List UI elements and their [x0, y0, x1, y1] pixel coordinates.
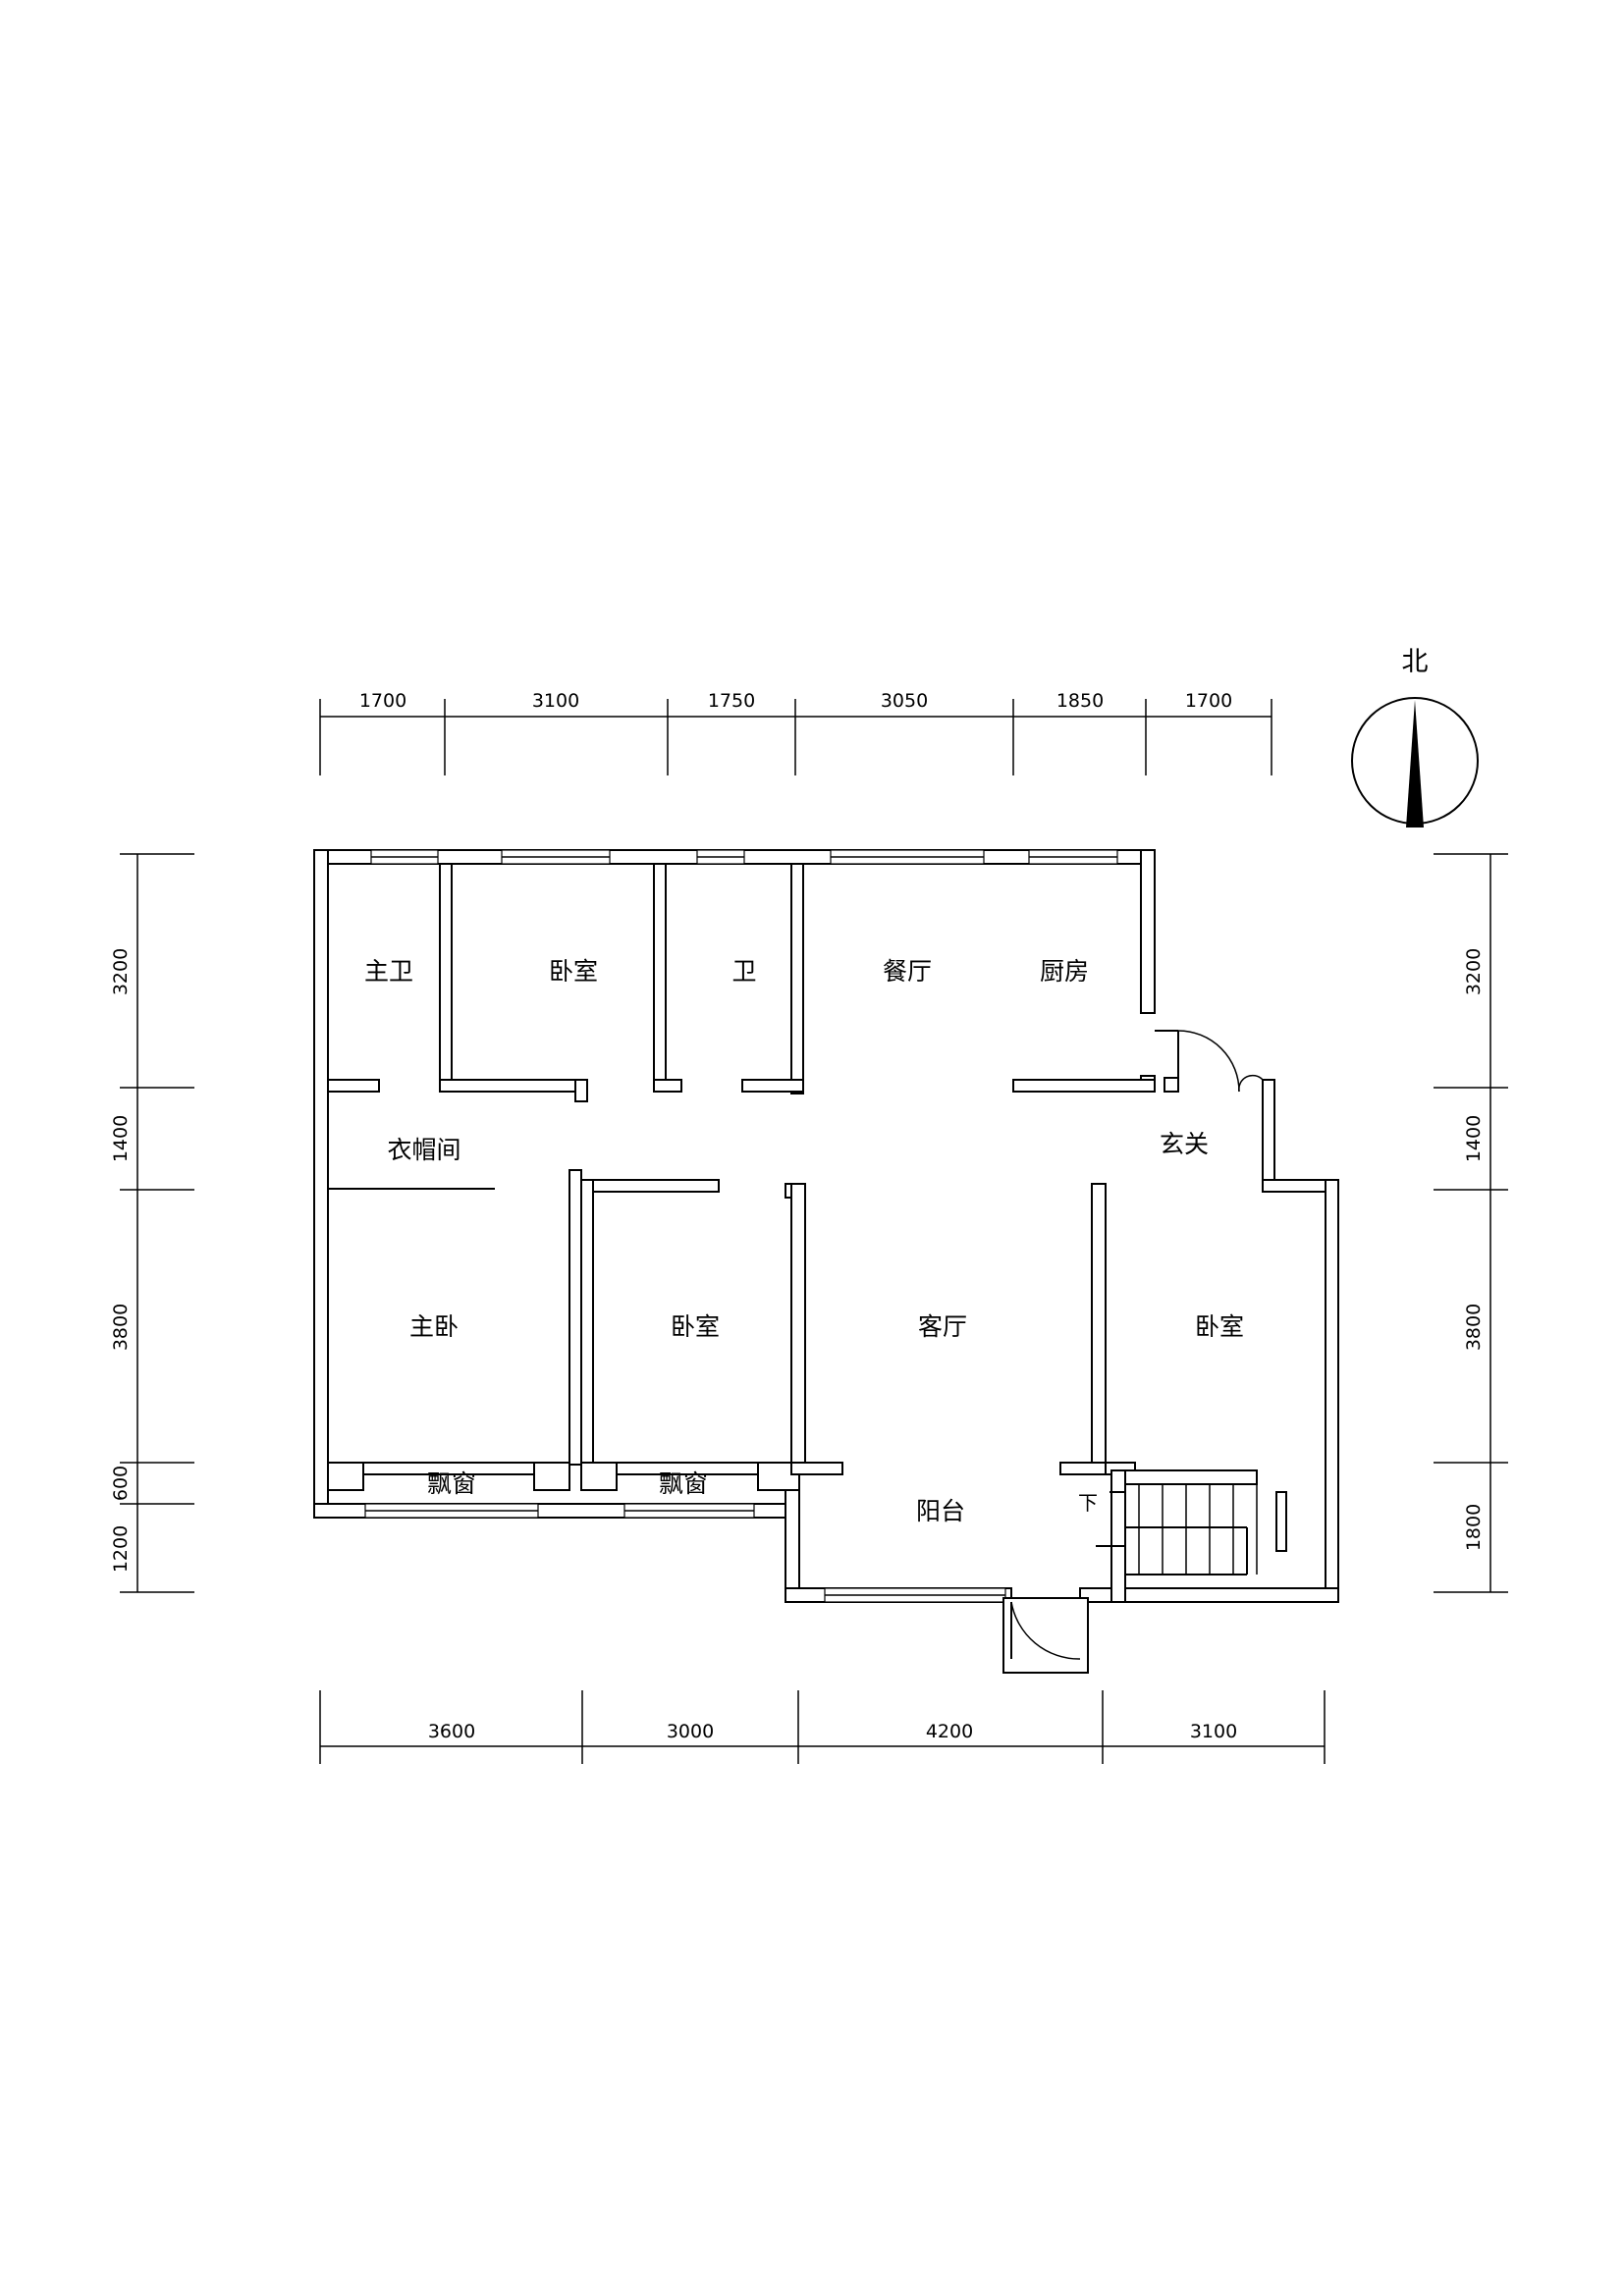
room-label-bath: 卫 [731, 957, 756, 986]
dim-top-1: 1700 [359, 690, 406, 712]
room-label-master-bedroom: 主卧 [409, 1312, 459, 1341]
dim-bottom-3: 4200 [926, 1721, 973, 1742]
north-windows [370, 849, 1118, 865]
room-label-master-bath: 主卫 [364, 957, 413, 986]
entrance-door-icon [1155, 1030, 1264, 1093]
doors [1002, 1030, 1264, 1674]
compass-north-label: 北 [1402, 647, 1429, 677]
stair-down-label: 下 [1078, 1491, 1098, 1515]
room-label-balcony: 阳台 [916, 1497, 965, 1525]
dim-bottom-4: 3100 [1190, 1721, 1237, 1742]
dim-right-2: 1400 [1463, 1115, 1485, 1162]
dimension-top: 1700 3100 1750 3050 1850 1700 [319, 690, 1272, 775]
room-label-bedroom-east: 卧室 [1195, 1312, 1244, 1341]
north-arrow-icon [1406, 700, 1424, 828]
room-label-dining: 餐厅 [883, 957, 932, 986]
dim-bottom-1: 3600 [428, 1721, 475, 1742]
dim-top-6: 1700 [1185, 690, 1232, 712]
room-label-kitchen: 厨房 [1040, 957, 1089, 986]
dim-left-2: 1400 [110, 1115, 132, 1162]
dim-right-1: 3200 [1463, 948, 1485, 995]
dim-left-4: 600 [110, 1466, 132, 1501]
dim-right-4: 1800 [1463, 1504, 1485, 1551]
dim-right-3: 3800 [1463, 1304, 1485, 1351]
room-label-bedroom-middle: 卧室 [671, 1312, 720, 1341]
south-windows [364, 1503, 1006, 1603]
dim-top-2: 3100 [532, 690, 579, 712]
dim-top-5: 1850 [1056, 690, 1104, 712]
dimension-bottom: 3600 3000 4200 3100 [319, 1690, 1326, 1764]
dim-top-3: 1750 [708, 690, 755, 712]
dim-bottom-2: 3000 [667, 1721, 714, 1742]
dim-left-1: 3200 [110, 948, 132, 995]
dim-left-5: 1200 [110, 1525, 132, 1573]
balcony-door-icon [1002, 1597, 1089, 1674]
dim-left-3: 3800 [110, 1304, 132, 1351]
staircase [1096, 1469, 1287, 1603]
interior-walls [327, 863, 1156, 1491]
room-labels: 主卫 卧室 卫 餐厅 厨房 衣帽间 玄关 主卧 卧室 客厅 卧室 飘窗 飘窗 阳… [364, 957, 1244, 1525]
dim-top-4: 3050 [881, 690, 928, 712]
room-label-bedroom-north: 卧室 [549, 957, 598, 986]
north-compass: 北 [1351, 647, 1479, 828]
dimension-left: 3200 1400 3800 600 1200 [110, 853, 194, 1593]
room-label-bay-window-1: 飘窗 [427, 1469, 476, 1498]
room-label-living: 客厅 [918, 1312, 967, 1341]
room-label-bay-window-2: 飘窗 [659, 1469, 708, 1498]
room-label-cloakroom: 衣帽间 [387, 1136, 460, 1164]
room-label-foyer: 玄关 [1160, 1130, 1209, 1158]
dimension-right: 3200 1400 3800 1800 [1434, 853, 1508, 1593]
